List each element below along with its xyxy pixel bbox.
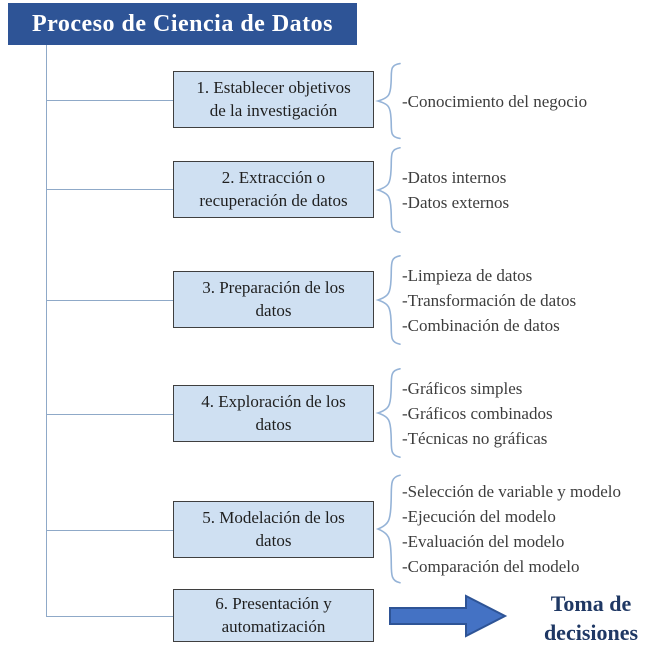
list-item: -Ejecución del modelo [402, 507, 556, 526]
list-item: -Técnicas no gráficas [402, 428, 548, 448]
step-box-4: 4. Exploración de los datos [173, 385, 374, 442]
list-item: -Combinación de datos [402, 315, 560, 335]
list-item: -Limpieza de datos [402, 265, 533, 285]
item-list-2: -Datos internos -Datos externos [402, 146, 664, 234]
list-item: -Datos externos [402, 193, 510, 212]
list-item: -Evaluación del modelo [402, 532, 565, 551]
step-label-5: 5. Modelación de los datos [202, 508, 345, 550]
item-list-5: -Selección de variable y modelo -Ejecuci… [402, 473, 664, 585]
list-item: -Gráficos combinados [402, 403, 553, 423]
list-item: -Gráficos simples [402, 378, 523, 398]
list-item: -Comparación del modelo [402, 557, 580, 576]
step-label-6: 6. Presentación y automatización [215, 594, 332, 636]
list-item: -Datos internos [402, 168, 507, 187]
step-label-2: 2. Extracción o recuperación de datos [199, 168, 348, 210]
left-brace-icon-1 [376, 62, 402, 140]
diagram-title: Proceso de Ciencia de Datos [31, 10, 333, 37]
step-box-2: 2. Extracción o recuperación de datos [173, 161, 374, 218]
list-item: -Conocimiento del negocio [402, 91, 588, 111]
list-item: -Selección de variable y modelo [402, 482, 622, 501]
arrow-right-icon [389, 594, 508, 638]
branch-line-4 [46, 414, 173, 415]
outcome-text: Toma de decisiones [543, 591, 639, 645]
branch-line-6 [46, 616, 173, 617]
step-box-5: 5. Modelación de los datos [173, 501, 374, 558]
item-list-3: -Limpieza de datos -Transformación de da… [402, 254, 664, 346]
step-label-4: 4. Exploración de los datos [201, 392, 346, 434]
item-list-1: -Conocimiento del negocio [402, 62, 664, 140]
title-box: Proceso de Ciencia de Datos [8, 3, 357, 45]
tree-trunk-line [46, 45, 47, 616]
step-label-1: 1. Establecer objetivos de la investigac… [196, 78, 351, 120]
step-label-3: 3. Preparación de los datos [202, 278, 345, 320]
branch-line-2 [46, 189, 173, 190]
left-brace-icon-3 [376, 254, 402, 346]
step-box-1: 1. Establecer objetivos de la investigac… [173, 71, 374, 128]
list-item: -Transformación de datos [402, 290, 577, 310]
branch-line-5 [46, 530, 173, 531]
left-brace-icon-5 [376, 473, 402, 585]
branch-line-3 [46, 300, 173, 301]
step-box-6: 6. Presentación y automatización [173, 589, 374, 642]
left-brace-icon-4 [376, 367, 402, 459]
step-box-3: 3. Preparación de los datos [173, 271, 374, 328]
left-brace-icon-2 [376, 146, 402, 234]
item-list-4: -Gráficos simples -Gráficos combinados -… [402, 367, 664, 459]
branch-line-1 [46, 100, 173, 101]
